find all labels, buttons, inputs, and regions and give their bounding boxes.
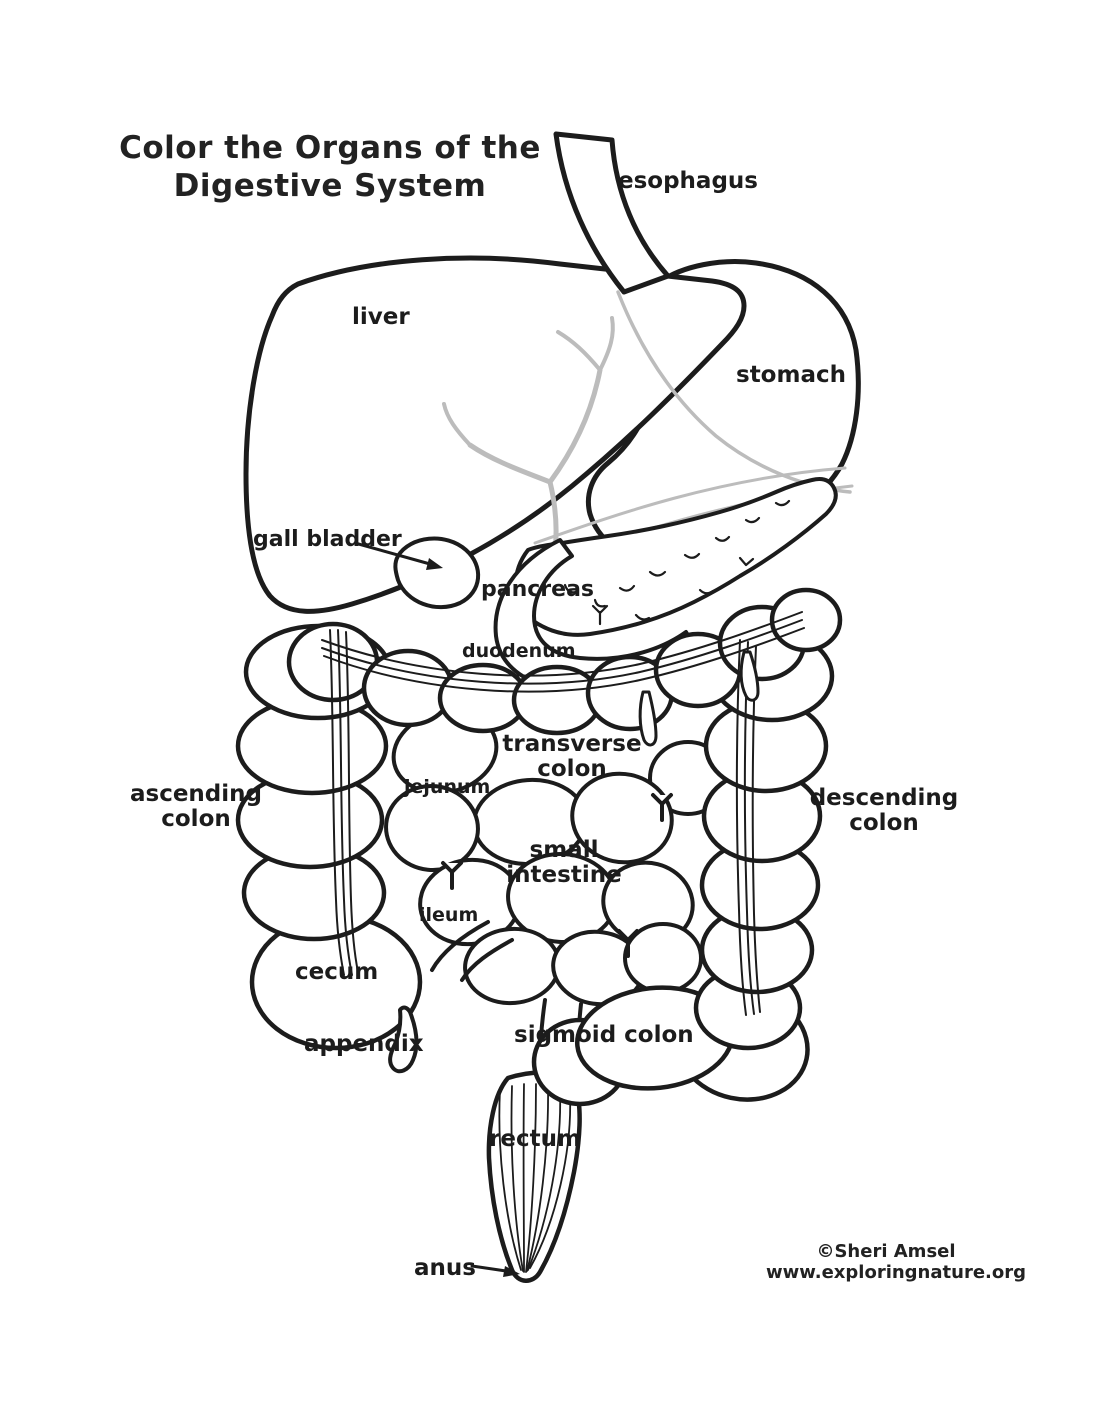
esophagus-shape — [553, 131, 671, 295]
label-stomach: stomach — [736, 362, 846, 388]
label-sigmoid-colon: sigmoid colon — [514, 1022, 694, 1048]
gall-bladder-shape — [393, 536, 481, 610]
liver-shape — [243, 255, 747, 614]
label-esophagus: esophagus — [618, 168, 758, 194]
colon-danglies — [638, 650, 760, 747]
label-anus: anus — [414, 1255, 476, 1281]
label-ascending-colon: ascending colon — [129, 781, 262, 832]
pancreas-shape — [513, 466, 854, 637]
credit-website: www.exploringnature.org — [766, 1262, 1026, 1283]
label-transverse-colon: transverse colon — [502, 731, 642, 782]
page-title-line2: Digestive System — [173, 168, 487, 204]
label-cecum: cecum — [295, 959, 379, 985]
taenia-bands — [321, 611, 805, 1016]
ileum-shape — [430, 920, 514, 982]
intestine-crease-mark — [651, 793, 673, 822]
label-descending-colon: descending colon — [809, 785, 959, 836]
intestine-crease-mark — [441, 861, 463, 890]
label-small-intestine: small intestine — [506, 837, 622, 888]
label-duodenum: duodenum — [462, 640, 576, 662]
label-jejunum: jejunum — [404, 776, 491, 798]
label-ileum: ileum — [419, 904, 479, 926]
credit-author: ©Sheri Amsel — [816, 1241, 956, 1262]
label-pancreas: pancreas — [481, 577, 595, 602]
page-title-line1: Color the Organs of the — [119, 130, 541, 166]
rectum-striations — [498, 1083, 572, 1273]
label-rectum: rectum — [489, 1126, 581, 1152]
pancreas-texture-marks — [563, 499, 791, 626]
appendix-shape — [388, 1005, 419, 1074]
label-liver: liver — [352, 304, 410, 330]
gall-bladder-arrow — [353, 541, 443, 570]
label-gall-bladder: gall bladder — [253, 527, 402, 552]
anus-arrow — [470, 1264, 520, 1277]
label-appendix: appendix — [304, 1031, 424, 1057]
intestine-crease-mark — [617, 929, 639, 958]
